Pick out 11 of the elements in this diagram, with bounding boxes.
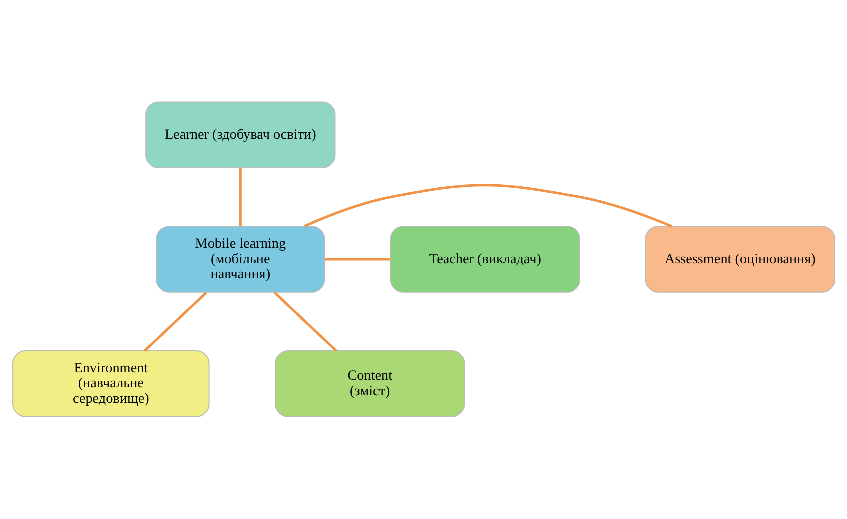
node-box: Content (зміст) <box>274 350 465 418</box>
node-box: Mobile learning (мобільне навчання) <box>156 226 325 293</box>
connector <box>324 258 390 261</box>
connector <box>273 292 337 352</box>
connector <box>238 168 242 227</box>
node-box: Assessment (оцінювання) <box>644 226 835 293</box>
connector <box>144 292 207 352</box>
node-box: Environment (навчальне середовище) <box>12 350 210 418</box>
connector <box>304 184 672 228</box>
node-box: Learner (здобувач освіти) <box>145 102 336 168</box>
node-box: Teacher (викладач) <box>390 226 580 293</box>
